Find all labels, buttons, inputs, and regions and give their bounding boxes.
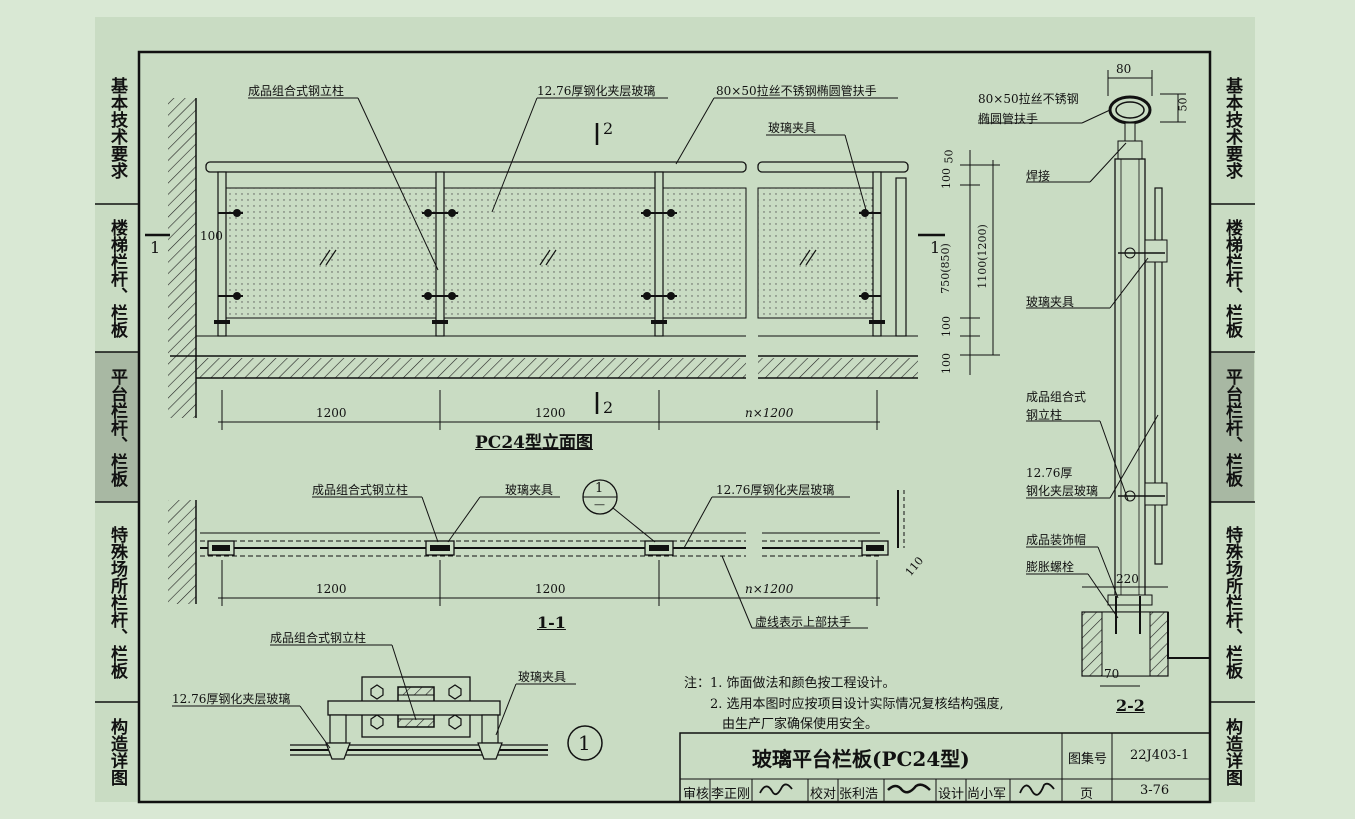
vdim-1100: 1100(1200) [975,224,989,289]
design-label: 设计 [938,787,965,802]
elev-dim-100: 100 [200,229,223,243]
elev-label-clamp: 玻璃夹具 [768,121,817,135]
sec-label-glass2: 钢化夹层玻璃 [1026,484,1099,498]
signature-reviewer [759,783,793,796]
vdim-100-mid: 100 [940,316,953,337]
left-tab-basic[interactable]: 基本技术要求 [107,77,127,179]
notes-prefix: 注： [684,676,711,691]
drawing-sheet [95,17,1255,802]
sec-label-post: 成品组合式 [1026,390,1087,404]
section-mark-1-left: 1 [150,238,161,257]
sec-label-weld: 焊接 [1026,169,1051,183]
vdim-100-bottom: 100 [940,353,953,374]
detail-label-glass: 12.76厚钢化夹层玻璃 [172,692,291,706]
elevation-view [145,97,1000,430]
atlas-number: 22J403-1 [1130,748,1190,763]
sec-dim-80: 80 [1116,62,1132,76]
left-tab-stair[interactable]: 楼梯栏杆、栏板 [107,218,127,338]
elev-dim-3: n×1200 [745,406,794,420]
elev-dim-2: 1200 [535,406,566,420]
plan-dim-3: n×1200 [745,582,794,596]
plan-label-clamp: 玻璃夹具 [505,483,554,497]
reviewer-name: 李正刚 [711,787,751,802]
plan-label-post: 成品组合式钢立柱 [312,483,409,497]
title-block [679,732,1211,803]
sec-dim-50: 50 [1176,97,1190,112]
page-label: 页 [1080,787,1094,802]
sec-label-glass: 12.76厚 [1026,466,1073,480]
plan-title: 1-1 [537,613,566,632]
callout-top: 1 [595,481,604,496]
note-3: 由生产厂家确保使用安全。 [722,717,879,732]
vdim-750: 750(850) [938,243,952,294]
sec-label-post2: 钢立柱 [1026,408,1063,422]
plan-dim-1: 1200 [316,582,347,596]
sec-label-handrail: 80×50拉丝不锈钢 [978,92,1079,106]
left-tab-platform[interactable]: 平台栏杆、栏板 [95,352,139,502]
page-number: 3-76 [1140,783,1170,798]
detail-label-clamp: 玻璃夹具 [518,670,567,684]
detail-1 [172,644,603,761]
detail-number: 1 [578,731,591,755]
vdim-100-top: 100 [940,168,953,189]
callout-bottom: — [594,498,605,511]
left-tab-detail[interactable]: 构造详图 [107,718,127,786]
plan-dim-2: 1200 [535,582,566,596]
vdim-50: 50 [942,149,956,164]
section-mark-2-top: 2 [603,119,614,138]
sec-label-bolt: 膨胀螺栓 [1026,560,1075,574]
section-2-2 [978,70,1210,687]
section-title: 2-2 [1116,696,1145,715]
elev-label-handrail: 80×50拉丝不锈钢椭圆管扶手 [716,84,877,98]
plan-label-dashed: 虚线表示上部扶手 [755,615,852,629]
plan-view [168,479,905,629]
sec-label-clamp: 玻璃夹具 [1026,295,1075,309]
checker-name: 张利浩 [839,787,879,802]
section-mark-2-bottom: 2 [603,398,614,417]
right-tab-detail[interactable]: 构造详图 [1222,718,1242,786]
signature-designer [1019,782,1055,796]
note-1: 1. 饰面做法和颜色按工程设计。 [710,676,896,691]
section-mark-1-right: 1 [930,238,941,257]
sec-dim-70: 70 [1104,667,1120,681]
signature-checker [887,783,931,794]
sec-label-cap: 成品装饰帽 [1026,533,1087,547]
drawing-title: 玻璃平台栏板(PC24型) [752,747,970,771]
plan-label-glass: 12.76厚钢化夹层玻璃 [716,483,835,497]
elevation-title: PC24型立面图 [475,433,593,453]
elev-label-post: 成品组合式钢立柱 [248,84,345,98]
designer-name: 尚小军 [967,787,1007,802]
elev-dim-1: 1200 [316,406,347,420]
note-2: 2. 选用本图时应按项目设计实际情况复核结构强度, [710,697,1004,712]
left-tab-special[interactable]: 特殊场所栏杆、栏板 [107,525,127,679]
sec-label-handrail2: 椭圆管扶手 [978,112,1039,126]
review-label: 审核 [683,787,710,802]
atlas-label: 图集号 [1068,752,1108,767]
frame-border [137,50,1212,804]
sec-dim-220: 220 [1116,572,1139,586]
check-label: 校对 [810,787,837,802]
elev-label-glass: 12.76厚钢化夹层玻璃 [537,84,656,98]
right-tab-special[interactable]: 特殊场所栏杆、栏板 [1222,525,1242,679]
detail-label-post: 成品组合式钢立柱 [270,631,367,645]
right-tab-basic[interactable]: 基本技术要求 [1222,77,1242,179]
right-tab-stair[interactable]: 楼梯栏杆、栏板 [1222,218,1242,338]
right-tab-platform[interactable]: 平台栏杆、栏板 [1210,352,1254,502]
